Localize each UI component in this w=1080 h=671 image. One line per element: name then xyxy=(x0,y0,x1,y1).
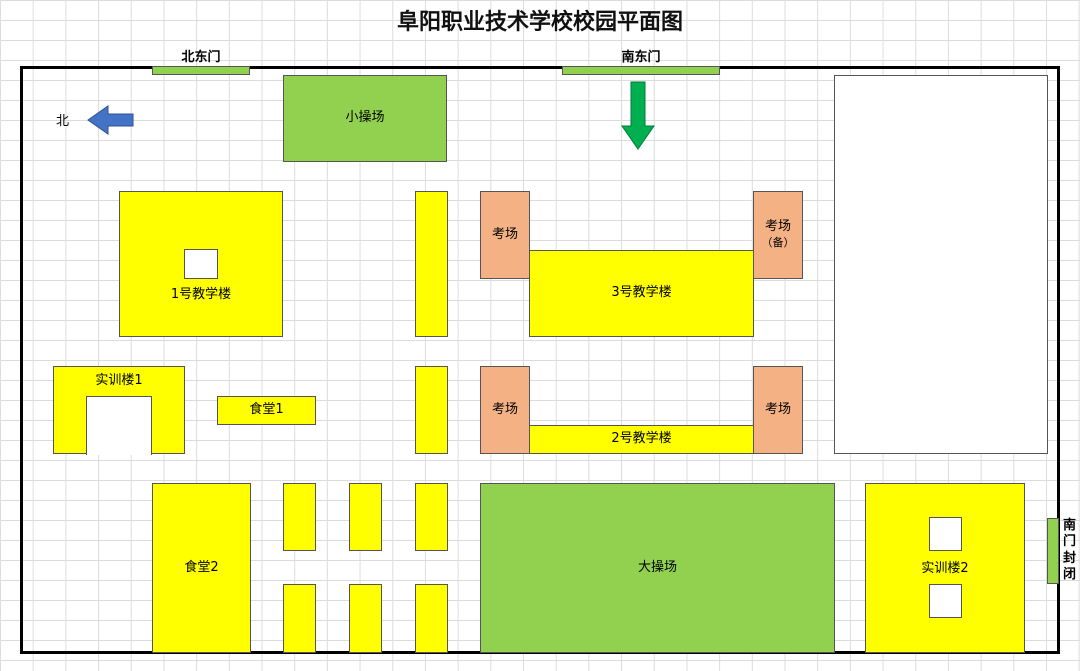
dormitory-block xyxy=(415,584,448,653)
courtyard-training-2 xyxy=(929,584,962,618)
teaching-building-1-label: 1号教学楼 xyxy=(170,286,232,302)
exam-room: 考场 xyxy=(480,191,530,279)
teaching-building-3: 3号教学楼 xyxy=(529,250,754,337)
exam-room: 考场 xyxy=(753,366,803,454)
teaching-building-1 xyxy=(119,191,283,337)
training-building-2-label: 实训楼2 xyxy=(921,560,969,576)
south-gate-closed-label: 南门封闭 xyxy=(1062,518,1076,582)
canteen-1: 食堂1 xyxy=(217,396,316,425)
dormitory-block xyxy=(283,483,316,551)
exam-room-label: 考场 xyxy=(764,219,791,235)
southeast-gate xyxy=(562,66,720,75)
exam-room-label: 考场 xyxy=(764,401,791,417)
dormitory-block xyxy=(349,483,382,551)
courtyard-training-2 xyxy=(929,517,962,551)
canteen-2-label: 食堂2 xyxy=(184,559,219,575)
exam-room-label: 考场 xyxy=(491,226,518,242)
small-sports-field-label: 小操场 xyxy=(345,110,385,126)
canteen-1-label: 食堂1 xyxy=(249,402,284,418)
teaching-building-3-label: 3号教学楼 xyxy=(611,285,672,301)
north-arrow-icon xyxy=(87,105,134,135)
exam-room-backup: 考场 （备） xyxy=(753,191,803,279)
exam-room-label: 考场 xyxy=(491,401,518,417)
exam-room-backup-note: （备） xyxy=(761,236,795,250)
courtyard-building-1 xyxy=(184,249,218,279)
open-area xyxy=(834,75,1048,454)
canteen-2: 食堂2 xyxy=(152,483,251,653)
dormitory-block xyxy=(415,483,448,551)
large-sports-field: 大操场 xyxy=(480,483,835,653)
north-label: 北 xyxy=(56,114,70,129)
northeast-gate-label: 北东门 xyxy=(181,50,221,65)
entry-arrow-icon xyxy=(621,81,655,150)
exam-room: 考场 xyxy=(480,366,530,454)
teaching-building-2-label: 2号教学楼 xyxy=(611,431,672,447)
teaching-building-2: 2号教学楼 xyxy=(529,425,754,454)
training-building-2 xyxy=(865,483,1025,653)
dormitory-block xyxy=(283,584,316,653)
corridor-strip xyxy=(415,366,448,454)
dormitory-block xyxy=(349,584,382,653)
training-building-1-gap xyxy=(86,396,152,455)
map-title: 阜阳职业技术学校校园平面图 xyxy=(396,9,683,35)
corridor-strip xyxy=(415,191,448,337)
south-gate-closed xyxy=(1047,518,1059,584)
large-sports-field-label: 大操场 xyxy=(637,559,677,575)
small-sports-field: 小操场 xyxy=(283,75,447,162)
southeast-gate-label: 南东门 xyxy=(621,50,661,65)
northeast-gate xyxy=(152,66,250,75)
training-building-1-label: 实训楼1 xyxy=(95,372,143,388)
